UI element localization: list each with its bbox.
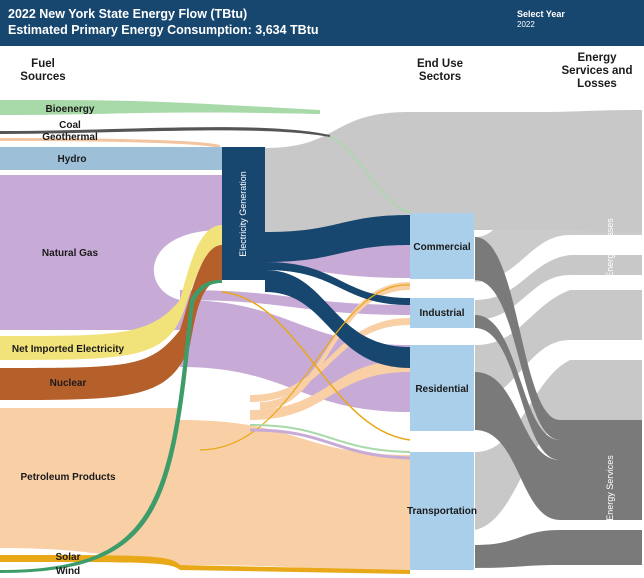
- flow-hydro: [0, 147, 222, 170]
- flow-bioenergy-line: [329, 136, 411, 213]
- residential-node: [410, 345, 474, 431]
- flow-transportation-services: [475, 530, 642, 568]
- industrial-node: [410, 298, 474, 328]
- transportation-node: [410, 452, 474, 570]
- flow-industrial-services: [475, 315, 642, 460]
- flow-geothermal: [0, 138, 220, 148]
- electricity-generation-node: [222, 147, 265, 280]
- flow-electricity-commercial: [265, 215, 410, 262]
- diagram-title: 2022 New York State Energy Flow (TBtu): [8, 7, 248, 21]
- select-year-label: Select Year: [517, 9, 565, 19]
- flow-bioenergy: [0, 100, 320, 115]
- fuel-label-natural-gas: Natural Gas: [42, 248, 99, 259]
- end-use-sectors-heading: End Use Sectors: [416, 58, 463, 83]
- flow-solar: [0, 555, 410, 574]
- energy-losses-label: Energy Losses: [605, 218, 615, 278]
- flow-natural-gas: [0, 175, 222, 330]
- energy-services-label: Energy Services: [605, 455, 615, 521]
- commercial-node: [410, 213, 474, 279]
- fuel-label-wind: Wind: [56, 566, 80, 577]
- flow-coal: [0, 127, 330, 137]
- fuel-label-geothermal: Geothermal: [42, 132, 98, 143]
- electricity-generation-label: Electricity Generation: [238, 171, 248, 257]
- selected-year[interactable]: 2022: [517, 20, 535, 29]
- flow-nuclear: [0, 245, 222, 400]
- fuel-label-coal: Coal: [59, 120, 81, 131]
- flow-electricity-residential: [265, 270, 410, 368]
- fuel-sources-heading: Fuel Sources: [20, 58, 66, 83]
- fuel-label-net-imported-electricity: Net Imported Electricity: [12, 344, 125, 355]
- flow-industrial-losses: [475, 255, 642, 320]
- flow-solar-line: [221, 291, 411, 441]
- header-bar: 2022 New York State Energy Flow (TBtu) E…: [0, 0, 644, 46]
- flow-gas-industrial: [180, 290, 410, 315]
- flow-net-imported-electricity: [0, 225, 222, 360]
- flow-commercial-services: [475, 237, 642, 440]
- flow-transportation-losses: [475, 360, 642, 530]
- sector-label-transportation: Transportation: [407, 506, 477, 517]
- fuel-label-solar: Solar: [55, 552, 80, 563]
- flow-residential-services: [475, 372, 642, 520]
- flow-gas-residential: [180, 300, 410, 412]
- flow-commercial-losses: [475, 120, 642, 282]
- fuel-label-nuclear: Nuclear: [50, 378, 87, 389]
- flow-petroleum-residential: [250, 360, 410, 420]
- sector-label-industrial: Industrial: [419, 308, 464, 319]
- flow-residential-losses: [475, 290, 642, 405]
- flow-bioenergy-transport-line: [249, 424, 411, 453]
- flow-bands: [0, 100, 642, 574]
- flow-wind: [0, 280, 222, 573]
- flow-petroleum: [0, 408, 180, 565]
- fuel-label-hydro: Hydro: [58, 154, 87, 165]
- flow-gas-transport-line: [249, 428, 411, 460]
- fuel-label-petroleum: Petroleum Products: [20, 472, 115, 483]
- sector-label-commercial: Commercial: [413, 242, 470, 253]
- flow-electricity-industrial: [265, 262, 410, 305]
- flow-solar-commercial-line: [199, 284, 411, 451]
- sector-label-residential: Residential: [415, 384, 469, 395]
- services-losses-heading: Energy Services and Losses: [561, 52, 633, 90]
- diagram-subtitle: Estimated Primary Energy Consumption: 3,…: [8, 23, 319, 37]
- flow-petroleum-transportation: [180, 420, 410, 570]
- fuel-label-bioenergy: Bioenergy: [46, 104, 95, 115]
- flow-petroleum-industrial: [250, 318, 410, 402]
